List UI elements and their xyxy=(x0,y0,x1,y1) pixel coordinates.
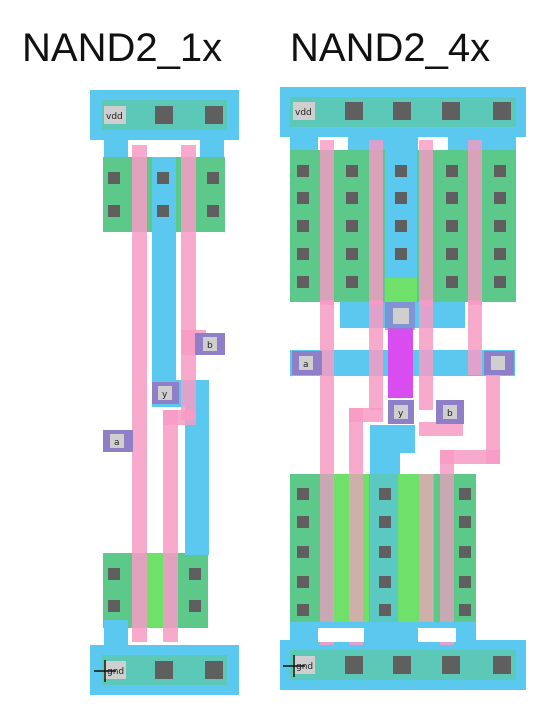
vdd-label-1x: vdd xyxy=(106,112,123,122)
metal-vdd-strap-right-1x xyxy=(200,140,224,160)
magenta-via-4x xyxy=(388,328,413,398)
origin-crosshair-1x xyxy=(94,660,116,682)
gnd-contacts-1x: gnd xyxy=(94,660,223,682)
gnd-label-4x: gnd xyxy=(296,662,313,672)
gnd-gap-left-4x xyxy=(318,628,364,642)
title-nand2-1x: NAND2_1x xyxy=(22,26,223,70)
pin-b-4x: b xyxy=(436,400,464,424)
pin-a-label-1x: a xyxy=(114,438,120,448)
pin-y-label-4x: y xyxy=(398,409,404,419)
gnd-label-1x: gnd xyxy=(107,667,124,677)
poly-b-left-4x xyxy=(369,300,383,410)
pin-b-1x: b xyxy=(195,333,225,355)
cell-nand2-4x: vdd gnd xyxy=(280,87,526,690)
poly-b-jog-right-4x xyxy=(419,422,463,436)
pin-b-label-1x: b xyxy=(207,341,213,351)
pin-y-label-1x: y xyxy=(162,390,168,400)
poly-a-riser-right-4x xyxy=(486,360,500,464)
gnd-label-box-1x xyxy=(104,661,126,679)
vdd-label-4x: vdd xyxy=(295,108,312,118)
poly-pdiff-fingers-4x xyxy=(320,140,482,305)
ndiff-channel-1x xyxy=(146,553,164,628)
metal-y-down-4x xyxy=(370,425,400,480)
cell-nand2-1x: vdd gnd b xyxy=(90,90,239,695)
pin-a-4x: a xyxy=(292,351,322,375)
pdiff-contacts-1x xyxy=(108,172,219,217)
ndiff-contacts-1x xyxy=(108,568,201,612)
vdd-contacts-1x: vdd xyxy=(104,106,223,124)
pin-a-label-4x: a xyxy=(303,360,309,370)
ndiff-contacts-4x xyxy=(297,488,471,616)
green-under-y-4x xyxy=(385,278,417,302)
pin-b-label-4x: b xyxy=(447,409,453,419)
poly-a-jog-right-4x xyxy=(440,450,500,464)
origin-crosshair-4x xyxy=(283,655,305,677)
pin-y-top-4x xyxy=(393,308,409,324)
pin-a-right-4x xyxy=(484,351,514,375)
pin-y-4x: y xyxy=(388,400,414,424)
metal-vdd-strap-left-1x xyxy=(104,140,128,160)
poly-ndiff-fingers-4x xyxy=(320,474,454,634)
pdiff-contacts-4x xyxy=(297,165,506,288)
poly-a-1x xyxy=(132,145,147,642)
metal-gnd-strap-1x xyxy=(104,620,128,650)
pin-a-1x: a xyxy=(103,430,133,452)
title-nand2-4x: NAND2_4x xyxy=(290,26,491,70)
metal-y-vertical-1x xyxy=(152,157,176,407)
gnd-contacts-4x: gnd xyxy=(283,655,511,677)
vdd-label-box-1x xyxy=(104,106,126,124)
pin-y-1x: y xyxy=(152,382,179,404)
vdd-label-box-4x xyxy=(293,102,315,120)
gnd-label-box-4x xyxy=(293,656,315,674)
vdd-contacts-4x: vdd xyxy=(293,102,511,120)
gnd-gap-right-4x xyxy=(418,628,456,642)
poly-b-right-4x xyxy=(419,300,433,410)
poly-b-bottom-1x xyxy=(163,410,178,642)
metal-y-link-4x xyxy=(400,425,415,453)
poly-b-top-1x xyxy=(181,145,196,420)
poly-a-right-4x xyxy=(468,300,482,375)
